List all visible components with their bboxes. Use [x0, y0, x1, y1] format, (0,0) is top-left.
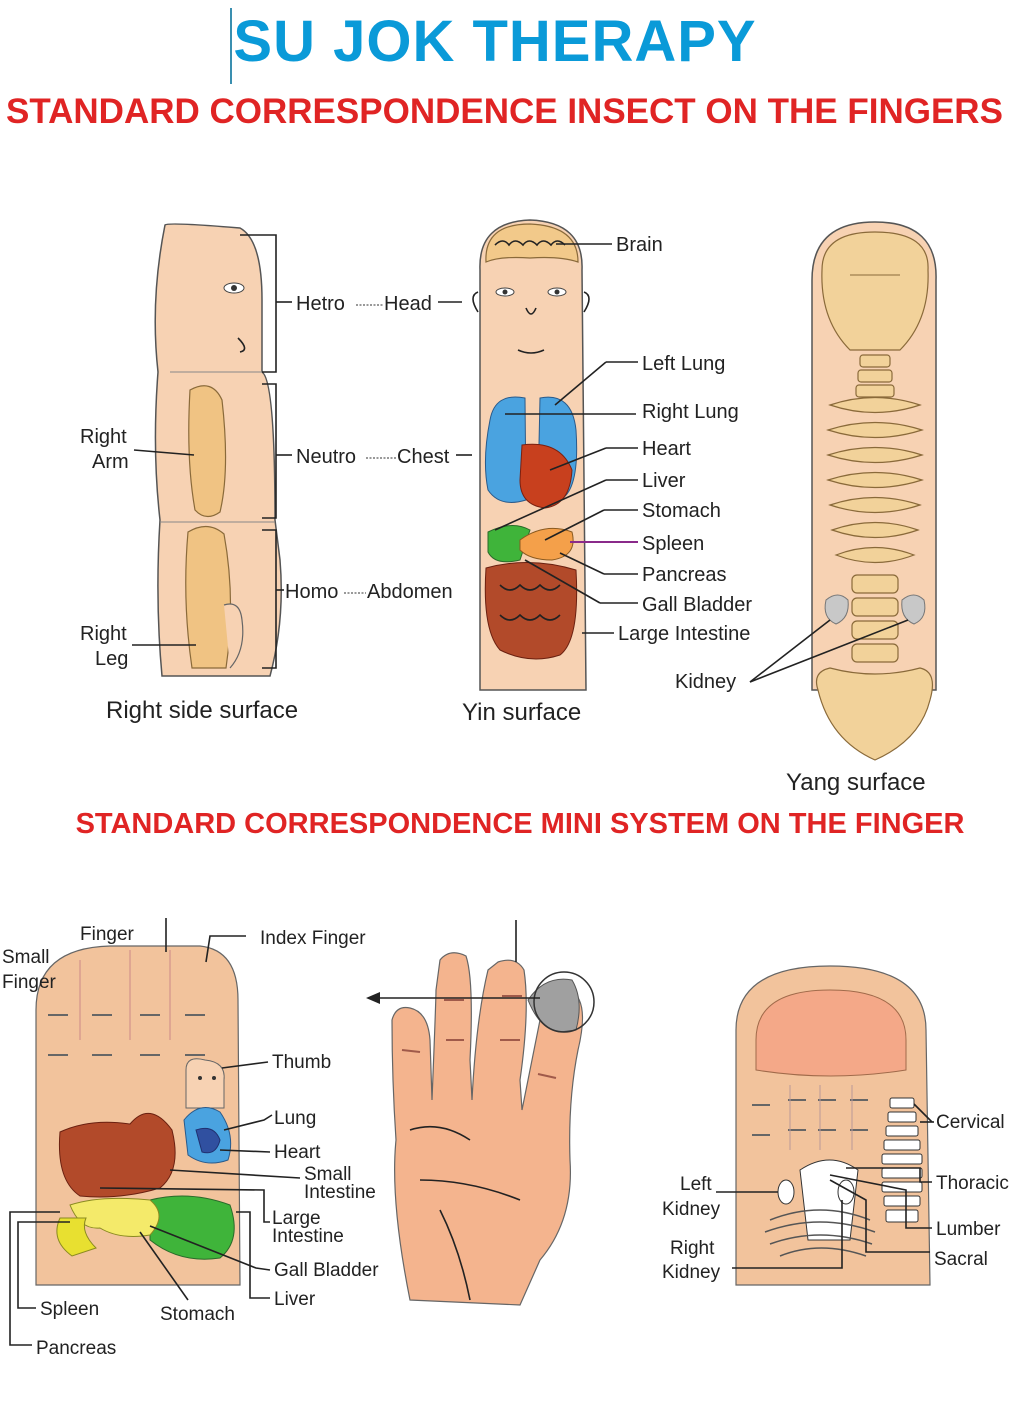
label-large-intestine: Large Intestine [618, 623, 750, 645]
label-gall-bladder-mini: Gall Bladder [274, 1260, 379, 1281]
label-pancreas: Pancreas [642, 564, 727, 586]
label-heart-mini: Heart [274, 1142, 321, 1163]
yin-finger [472, 219, 590, 691]
skull-shape [821, 231, 929, 351]
label-kidney: Kidney [675, 671, 736, 693]
mini-heart-shape [195, 1127, 221, 1154]
label-sacral: Sacral [934, 1249, 988, 1270]
nail-shape [755, 989, 907, 1077]
label-liver-mini: Liver [274, 1289, 316, 1310]
spine-shape [826, 354, 924, 663]
label-thumb: Thumb [272, 1052, 331, 1073]
label-left-kidney-2: Kidney [662, 1199, 721, 1220]
intestine-shape [484, 562, 578, 660]
mini-stomach-shape [69, 1197, 160, 1237]
mini-pelvis-shape [764, 1159, 876, 1257]
label-right-lung: Right Lung [642, 401, 739, 423]
kidney-left-shape [824, 594, 849, 625]
mini-palm-finger [35, 945, 241, 1286]
right-side-finger [154, 223, 282, 677]
label-thoracic: Thoracic [936, 1173, 1009, 1194]
label-liver: Liver [642, 470, 686, 492]
label-spleen-mini: Spleen [40, 1299, 99, 1320]
label-lung: Lung [274, 1108, 316, 1129]
label-right-arm-2: Arm [92, 451, 129, 473]
label-stomach-mini: Stomach [160, 1304, 235, 1325]
page-title: SU JOK THERAPY [233, 9, 757, 74]
caption-right-side: Right side surface [106, 697, 298, 724]
mini-back-finger [735, 965, 931, 1286]
label-large-intestine-1: Large [272, 1208, 321, 1229]
label-middle-finger: Finger [80, 924, 135, 945]
label-right-kidney-2: Kidney [662, 1262, 721, 1283]
label-large-intestine-2: Intestine [272, 1226, 344, 1247]
label-right-leg-1: Right [80, 623, 127, 645]
label-small-finger-2: Finger [2, 972, 57, 993]
label-left-kidney-1: Left [680, 1174, 712, 1195]
mini-spine-shape [881, 1097, 923, 1223]
caption-yang: Yang surface [786, 769, 926, 796]
section-title-insect: STANDARD CORRESPONDENCE INSECT ON THE FI… [6, 92, 1003, 131]
label-small-finger-1: Small [2, 947, 50, 968]
title-divider [230, 8, 232, 84]
level-neutro: Neutro [296, 446, 356, 468]
level-chest: Chest [397, 446, 450, 468]
heart-shape [519, 443, 573, 509]
right-leg-shape [185, 525, 232, 669]
label-lumber: Lumber [936, 1219, 1001, 1240]
stomach-shape [519, 527, 574, 561]
mini-intestine-shape [58, 1113, 176, 1198]
label-small-intestine-2: Intestine [304, 1182, 376, 1203]
yang-finger [811, 221, 937, 761]
mini-liver-shape [149, 1195, 235, 1260]
kidney-right-shape [901, 594, 926, 625]
label-right-arm-1: Right [80, 426, 127, 448]
right-arm-shape [188, 385, 227, 518]
pelvis-shape [815, 667, 933, 761]
label-cervical: Cervical [936, 1112, 1005, 1133]
label-left-lung: Left Lung [642, 353, 725, 375]
label-small-intestine-1: Small [304, 1164, 352, 1185]
label-index-finger: Index Finger [260, 928, 366, 949]
brain-shape [485, 223, 579, 263]
label-stomach: Stomach [642, 500, 721, 522]
label-right-kidney-1: Right [670, 1238, 715, 1259]
level-hetro: Hetro [296, 293, 345, 315]
label-right-leg-2: Leg [95, 648, 128, 670]
label-gall-bladder: Gall Bladder [642, 594, 752, 616]
level-homo: Homo [285, 581, 338, 603]
label-spleen: Spleen [642, 533, 704, 555]
caption-yin: Yin surface [462, 699, 581, 726]
level-abdomen: Abdomen [367, 581, 453, 603]
label-pancreas-mini: Pancreas [36, 1338, 116, 1359]
section-title-mini-system: STANDARD CORRESPONDENCE MINI SYSTEM ON T… [75, 808, 965, 840]
level-head: Head [384, 293, 432, 315]
hand-illustration [391, 952, 595, 1306]
label-brain: Brain [616, 234, 663, 256]
label-heart: Heart [642, 438, 691, 460]
